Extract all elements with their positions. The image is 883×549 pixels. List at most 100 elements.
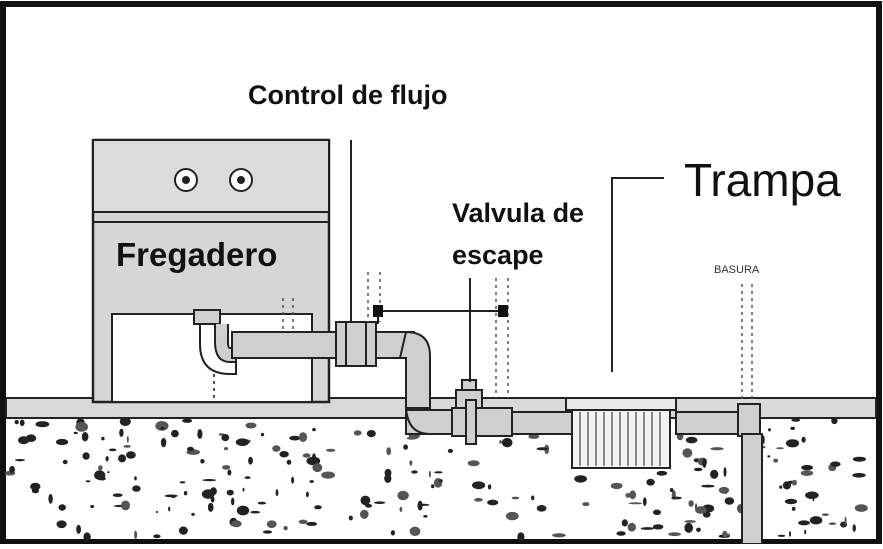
soil-speck	[776, 447, 784, 450]
soil-speck	[201, 489, 215, 499]
soil-speck	[724, 497, 735, 505]
soil-speck	[170, 495, 176, 498]
soil-speck	[710, 469, 719, 479]
soil-speck	[272, 445, 281, 452]
soil-speck	[348, 515, 353, 521]
soil-speck	[244, 476, 251, 479]
soil-speck	[353, 430, 362, 436]
soil-speck	[257, 501, 267, 505]
soil-speck	[182, 418, 193, 423]
soil-speck	[409, 460, 413, 466]
soil-speck	[123, 445, 131, 448]
soil-speck	[178, 526, 188, 535]
soil-speck	[702, 458, 707, 468]
soil-speck	[779, 485, 783, 489]
soil-speck	[314, 505, 322, 510]
soil-speck	[702, 511, 711, 518]
soil-speck	[499, 440, 502, 444]
soil-speck	[119, 428, 124, 437]
faucet-knob-icon	[174, 168, 198, 192]
faucet-knob-icon	[229, 168, 253, 192]
soil-speck	[30, 482, 41, 491]
soil-speck	[298, 519, 308, 524]
soil-speck	[48, 493, 53, 504]
soil-speck	[762, 435, 765, 445]
soil-speck	[629, 490, 637, 500]
sink-fregadero	[91, 138, 331, 404]
grease-trap	[565, 397, 677, 469]
soil-speck	[467, 460, 480, 467]
soil-speck	[291, 476, 295, 484]
soil-speck	[242, 487, 245, 492]
soil-speck	[275, 489, 279, 497]
soil-speck	[723, 467, 727, 477]
soil-speck	[183, 491, 188, 496]
soil-speck	[828, 522, 837, 525]
soil-speck	[326, 448, 336, 452]
soil-speck	[187, 446, 194, 452]
soil-speck	[221, 434, 230, 442]
soil-speck	[19, 419, 25, 427]
soil-speck	[684, 522, 693, 533]
soil-speck	[112, 493, 123, 498]
soil-speck	[552, 533, 566, 538]
label-valvula-line1: Valvula de	[452, 198, 585, 228]
soil-speck	[305, 491, 309, 498]
soil-speck	[790, 426, 795, 430]
soil-speck	[785, 439, 800, 448]
soil-speck	[431, 484, 435, 489]
soil-speck	[160, 437, 167, 448]
soil-speck	[98, 465, 103, 471]
soil-speck	[397, 490, 409, 501]
soil-speck	[805, 491, 819, 499]
soil-speck	[302, 453, 311, 458]
soil-speck	[227, 469, 232, 476]
soil-speck	[710, 447, 724, 451]
soil-speck	[696, 527, 701, 532]
soil-speck	[517, 532, 525, 542]
soil-speck	[693, 467, 703, 472]
soil-speck	[9, 465, 16, 474]
soil-speck	[616, 531, 626, 536]
soil-speck	[289, 435, 301, 441]
soil-speck	[360, 495, 371, 506]
soil-speck	[528, 434, 540, 439]
soil-speck	[14, 419, 19, 425]
soil-speck	[105, 456, 109, 462]
soil-speck	[852, 456, 867, 462]
soil-speck	[126, 435, 129, 443]
soil-ground	[4, 417, 876, 542]
soil-speck	[279, 451, 289, 458]
soil-speck	[200, 459, 205, 464]
soil-speck	[804, 529, 807, 535]
soil-speck	[640, 527, 655, 530]
soil-speck	[235, 438, 249, 447]
soil-speck	[306, 456, 321, 466]
soil-speck	[610, 482, 623, 490]
soil-speck	[231, 497, 235, 506]
soil-speck	[505, 511, 519, 521]
soil-speck	[83, 532, 91, 542]
soil-speck	[179, 481, 186, 484]
soil-speck	[417, 503, 430, 506]
soil-speck	[250, 510, 261, 514]
soil-speck	[56, 520, 67, 529]
label-control-de-flujo: Control de flujo	[248, 80, 448, 110]
soil-speck	[782, 481, 792, 490]
soil-speck	[688, 500, 694, 507]
soil-speck	[653, 509, 661, 516]
soil-speck	[627, 522, 636, 532]
soil-speck	[245, 422, 257, 429]
label-valvula-line2: escape	[452, 240, 544, 270]
soil-speck	[160, 426, 165, 430]
soil-speck	[536, 505, 547, 512]
soil-speck	[125, 451, 136, 459]
soil-speck	[852, 524, 856, 532]
soil-speck	[153, 534, 161, 539]
soil-speck	[207, 502, 214, 512]
soil-speck	[628, 502, 643, 505]
soil-speck	[231, 520, 242, 528]
soil-speck	[58, 504, 66, 511]
soil-speck	[695, 506, 707, 514]
